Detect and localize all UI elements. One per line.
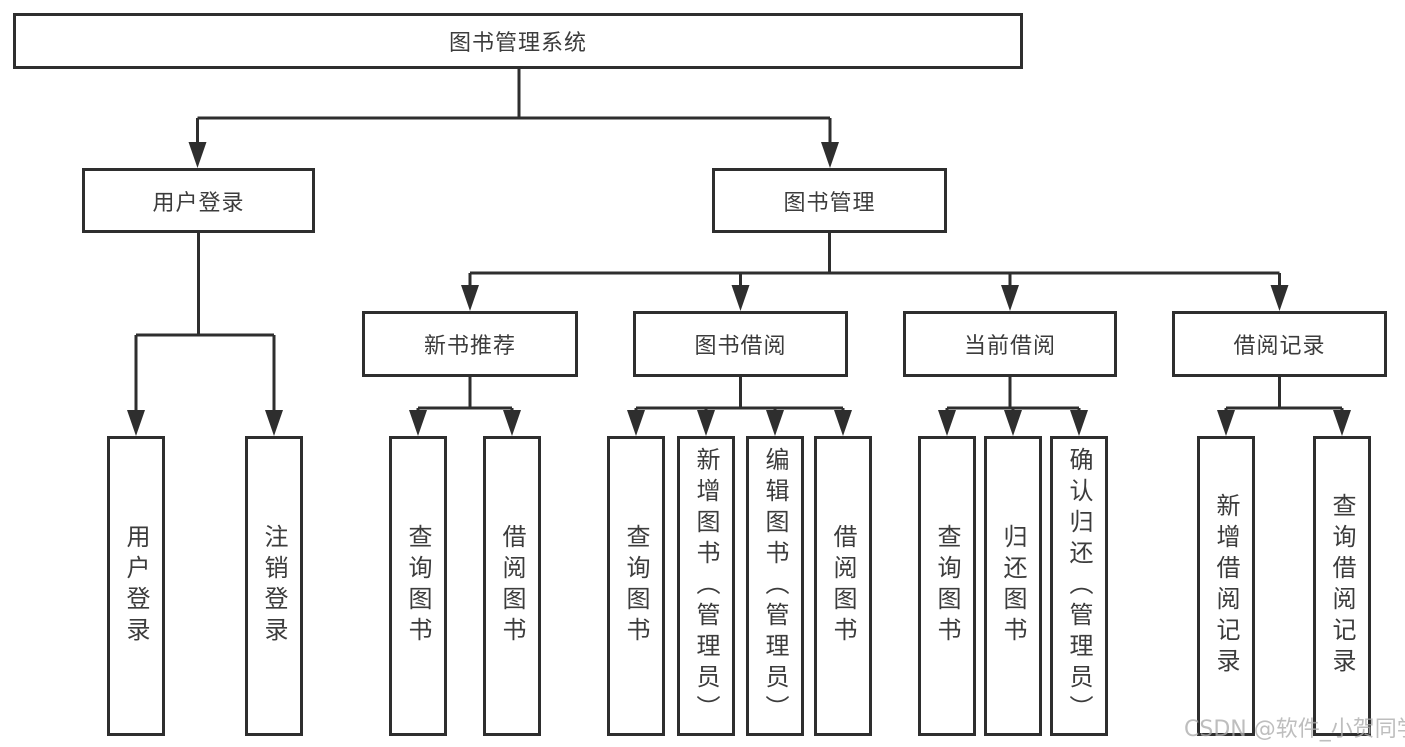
leaf-user-login: 用户登录 xyxy=(107,436,165,736)
leaf-logout: 注销登录 xyxy=(245,436,303,736)
leaf-query-borrow-record: 查询借阅记录 xyxy=(1313,436,1371,736)
leaf-user-login-label: 用户登录 xyxy=(122,524,150,648)
leaf-edit-books-admin: 编辑图书（管理员） xyxy=(746,436,804,736)
leaf-borrow-books-recommend: 借阅图书 xyxy=(483,436,541,736)
node-book-borrowing-label: 图书借阅 xyxy=(694,334,787,359)
leaf-query-books-current-label: 查询图书 xyxy=(933,524,961,648)
node-root-system: 图书管理系统 xyxy=(13,13,1023,69)
leaf-query-borrow-record-label: 查询借阅记录 xyxy=(1328,493,1356,679)
node-book-management-label: 图书管理 xyxy=(783,190,876,216)
leaf-borrow-books-label: 借阅图书 xyxy=(829,524,857,648)
leaf-query-books-recommend: 查询图书 xyxy=(389,436,447,736)
node-new-book-recommendation: 新书推荐 xyxy=(362,311,578,377)
leaf-confirm-return-admin-label: 确认归还（管理员） xyxy=(1065,446,1093,726)
leaf-add-borrow-record: 新增借阅记录 xyxy=(1197,436,1255,736)
leaf-return-books: 归还图书 xyxy=(984,436,1042,736)
leaf-return-books-label: 归还图书 xyxy=(999,524,1027,648)
node-borrowing-records: 借阅记录 xyxy=(1172,311,1387,377)
leaf-query-books-borrowing: 查询图书 xyxy=(607,436,665,736)
node-book-borrowing: 图书借阅 xyxy=(633,311,848,377)
leaf-add-books-admin-label: 新增图书（管理员） xyxy=(692,446,720,726)
node-book-management: 图书管理 xyxy=(712,168,947,233)
leaf-query-books-borrowing-label: 查询图书 xyxy=(622,524,650,648)
csdn-watermark: CSDN @软件_小贺同学 xyxy=(1184,717,1405,742)
leaf-add-books-admin: 新增图书（管理员） xyxy=(677,436,735,736)
node-new-book-recommendation-label: 新书推荐 xyxy=(423,334,516,359)
node-root-label: 图书管理系统 xyxy=(448,31,587,56)
leaf-borrow-books-recommend-label: 借阅图书 xyxy=(498,524,526,648)
leaf-logout-label: 注销登录 xyxy=(260,524,288,648)
leaf-query-books-recommend-label: 查询图书 xyxy=(404,524,432,648)
leaf-edit-books-admin-label: 编辑图书（管理员） xyxy=(761,446,789,726)
leaf-borrow-books: 借阅图书 xyxy=(814,436,872,736)
arrowhead-icons xyxy=(127,142,1351,436)
node-borrowing-records-label: 借阅记录 xyxy=(1233,334,1326,359)
leaf-confirm-return-admin: 确认归还（管理员） xyxy=(1050,436,1108,736)
node-user-login-label: 用户登录 xyxy=(152,190,245,216)
leaf-add-borrow-record-label: 新增借阅记录 xyxy=(1212,493,1240,679)
node-user-login: 用户登录 xyxy=(82,168,315,233)
node-current-borrowing: 当前借阅 xyxy=(903,311,1117,377)
leaf-query-books-current: 查询图书 xyxy=(918,436,976,736)
node-current-borrowing-label: 当前借阅 xyxy=(963,334,1056,359)
